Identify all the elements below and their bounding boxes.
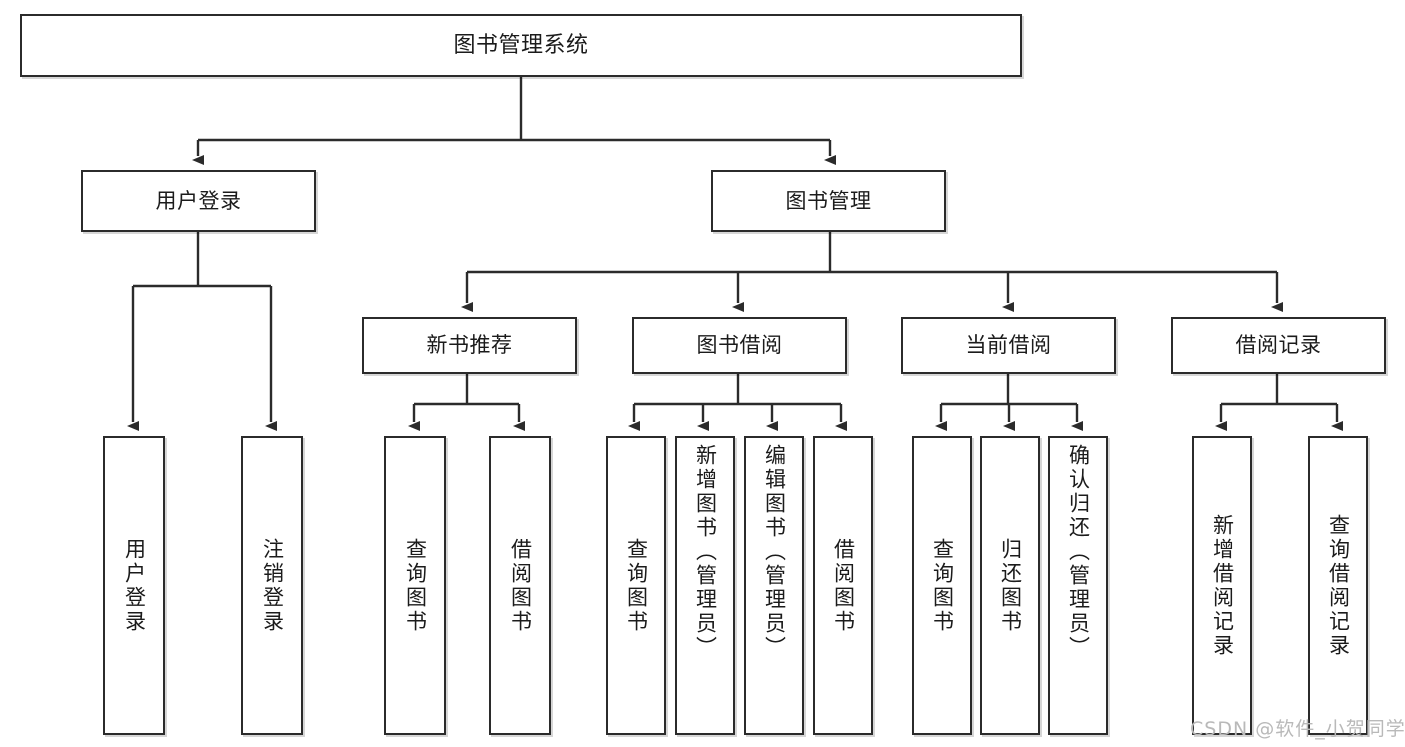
node-leaf-user-login[interactable]: 用户登录	[103, 436, 165, 735]
csdn-watermark: CSDN @软件_小贺同学	[1190, 718, 1405, 740]
node-borrow-records[interactable]: 借阅记录	[1171, 317, 1386, 374]
node-leaf-add-book-admin-label: 新增图书（管理员）	[693, 444, 718, 660]
node-current-borrow-label: 当前借阅	[965, 333, 1052, 358]
node-leaf-logout-label: 注销登录	[260, 537, 285, 634]
node-leaf-return-book-label: 归还图书	[998, 537, 1023, 634]
node-leaf-query-book-3[interactable]: 查询图书	[912, 436, 972, 735]
node-leaf-borrow-book-1[interactable]: 借阅图书	[489, 436, 551, 735]
node-book-borrow-label: 图书借阅	[696, 333, 783, 358]
node-current-borrow[interactable]: 当前借阅	[901, 317, 1116, 374]
node-book-management[interactable]: 图书管理	[711, 170, 946, 232]
node-root-label: 图书管理系统	[453, 32, 589, 58]
node-user-login[interactable]: 用户登录	[81, 170, 316, 232]
node-leaf-logout[interactable]: 注销登录	[241, 436, 303, 735]
node-leaf-edit-book-admin-label: 编辑图书（管理员）	[762, 444, 787, 660]
node-leaf-query-book-2[interactable]: 查询图书	[606, 436, 666, 735]
node-leaf-query-book-1-label: 查询图书	[403, 537, 428, 634]
node-leaf-return-book[interactable]: 归还图书	[980, 436, 1040, 735]
node-leaf-borrow-book-2[interactable]: 借阅图书	[813, 436, 873, 735]
node-leaf-add-borrow-record[interactable]: 新增借阅记录	[1192, 436, 1252, 735]
node-leaf-query-book-3-label: 查询图书	[930, 537, 955, 634]
node-leaf-query-book-2-label: 查询图书	[624, 537, 649, 634]
node-leaf-add-borrow-record-label: 新增借阅记录	[1210, 513, 1235, 658]
node-new-book-recommend[interactable]: 新书推荐	[362, 317, 577, 374]
node-leaf-edit-book-admin[interactable]: 编辑图书（管理员）	[744, 436, 804, 735]
node-leaf-add-book-admin[interactable]: 新增图书（管理员）	[675, 436, 735, 735]
node-leaf-confirm-return-admin-label: 确认归还（管理员）	[1066, 444, 1091, 660]
node-leaf-user-login-label: 用户登录	[122, 537, 147, 634]
node-book-management-label: 图书管理	[785, 188, 872, 213]
node-leaf-borrow-book-2-label: 借阅图书	[831, 537, 856, 634]
node-root[interactable]: 图书管理系统	[20, 14, 1022, 77]
node-leaf-query-borrow-record-label: 查询借阅记录	[1326, 513, 1351, 658]
node-leaf-confirm-return-admin[interactable]: 确认归还（管理员）	[1048, 436, 1108, 735]
node-leaf-query-borrow-record[interactable]: 查询借阅记录	[1308, 436, 1368, 735]
node-leaf-borrow-book-1-label: 借阅图书	[508, 537, 533, 634]
node-user-login-label: 用户登录	[155, 188, 242, 213]
node-book-borrow[interactable]: 图书借阅	[632, 317, 847, 374]
node-new-book-recommend-label: 新书推荐	[426, 333, 513, 358]
node-borrow-records-label: 借阅记录	[1235, 333, 1322, 358]
node-leaf-query-book-1[interactable]: 查询图书	[384, 436, 446, 735]
